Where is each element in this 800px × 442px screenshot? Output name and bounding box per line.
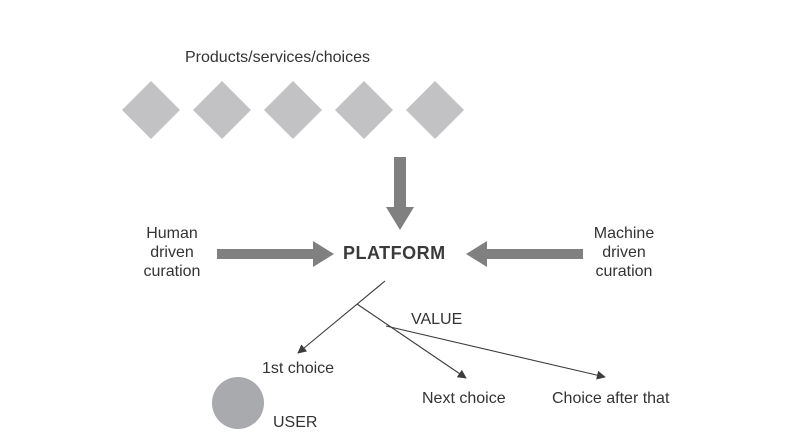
user-label: USER	[273, 414, 318, 431]
human-curation-label: Human driven curation	[132, 224, 212, 281]
human-to-platform-arrow	[217, 241, 334, 267]
machine-to-platform-arrow	[466, 241, 583, 267]
choice-after-label: Choice after that	[552, 390, 670, 407]
human-curation-line: Human	[146, 225, 198, 242]
machine-curation-line: Machine	[593, 225, 655, 242]
branch-to-first-choice	[297, 280, 386, 354]
first-choice-label: 1st choice	[262, 360, 335, 377]
product-diamond	[122, 81, 180, 139]
products-label: Products/services/choices	[185, 49, 370, 66]
human-curation-line: curation	[143, 263, 201, 280]
choice-branches	[297, 280, 606, 380]
machine-curation-line: driven	[602, 244, 646, 261]
product-diamond	[193, 81, 251, 139]
product-diamond	[406, 81, 464, 139]
value-label: VALUE	[411, 311, 463, 328]
products-to-platform-arrow	[386, 157, 414, 230]
platform-label: PLATFORM	[343, 243, 446, 263]
product-diamonds	[122, 81, 464, 139]
user-icon	[212, 377, 264, 429]
branch-to-next-choice	[356, 303, 467, 379]
branch-to-choice-after	[385, 325, 606, 380]
product-diamond	[335, 81, 393, 139]
product-diamond	[264, 81, 322, 139]
next-choice-label: Next choice	[422, 390, 506, 407]
human-curation-line: driven	[150, 244, 194, 261]
machine-curation-line: curation	[595, 263, 653, 280]
machine-curation-label: Machine driven curation	[582, 224, 666, 281]
